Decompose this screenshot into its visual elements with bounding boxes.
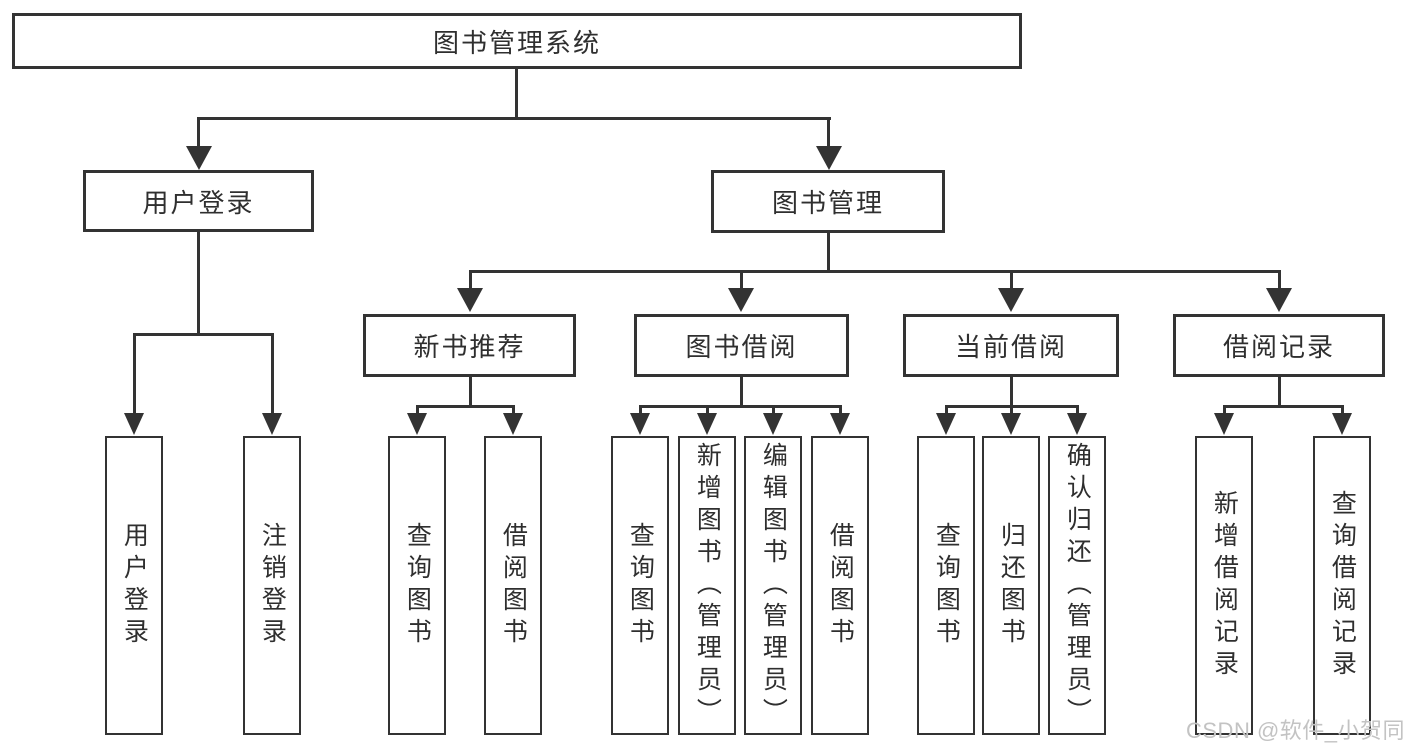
leaf-label: 查询图书 [403,521,432,650]
arrow-down-icon [1266,288,1292,312]
edge-line [515,69,518,120]
arrow-down-icon [124,413,144,435]
edge-line [197,232,200,336]
arrow-down-icon [763,413,783,435]
edge-line [1010,405,1013,415]
edge-line [639,405,842,408]
arrow-down-icon [503,413,523,435]
arrow-down-icon [1067,413,1087,435]
leaf-label: 查询借阅记录 [1328,489,1357,682]
edge-line [469,270,472,292]
edge-line [1278,270,1281,292]
node-library-system: 图书管理系统 [12,13,1022,69]
leaf-current-return-books: 归还图书 [982,436,1040,735]
leaf-recommend-query-books: 查询图书 [388,436,446,735]
node-new-book-recommend: 新书推荐 [363,314,576,377]
arrow-down-icon [998,288,1024,312]
leaf-logout: 注销登录 [243,436,301,735]
leaf-label: 新增图书（管理员） [693,441,722,730]
arrow-down-icon [407,413,427,435]
edge-line [133,333,136,414]
node-label: 当前借阅 [954,332,1067,362]
leaf-label: 查询图书 [932,521,961,650]
node-label: 图书管理 [771,188,884,218]
leaf-label: 编辑图书（管理员） [759,441,788,730]
arrow-down-icon [186,146,212,170]
arrow-down-icon [1001,413,1021,435]
edge-line [706,405,709,415]
leaf-recommend-borrow-books: 借阅图书 [484,436,542,735]
node-current-borrow: 当前借阅 [903,314,1119,377]
edge-line [1010,377,1013,408]
arrow-down-icon [728,288,754,312]
leaf-borrow-add-books-admin: 新增图书（管理员） [678,436,736,735]
edge-line [197,117,831,120]
leaf-label: 查询图书 [626,521,655,650]
arrow-down-icon [697,413,717,435]
edge-line [639,405,642,415]
node-label: 图书借阅 [685,332,798,362]
node-label: 用户登录 [142,187,255,218]
edge-line [1341,405,1344,415]
edge-line [839,405,842,415]
arrow-down-icon [630,413,650,435]
leaf-label: 确认归还（管理员） [1063,441,1092,730]
leaf-records-add-record: 新增借阅记录 [1195,436,1253,735]
leaf-records-query-record: 查询借阅记录 [1313,436,1371,735]
leaf-label: 用户登录 [120,521,149,650]
node-label: 图书管理系统 [432,27,601,58]
edge-line [827,233,830,273]
leaf-label: 借阅图书 [499,521,528,650]
leaf-current-query-books: 查询图书 [917,436,975,735]
edge-line [1278,377,1281,408]
node-book-management: 图书管理 [711,170,945,233]
edge-line [1010,270,1013,292]
leaf-current-confirm-return-admin: 确认归还（管理员） [1048,436,1106,735]
edge-line [740,377,743,408]
node-label: 借阅记录 [1222,332,1335,362]
edge-line [197,117,200,150]
leaf-borrow-edit-books-admin: 编辑图书（管理员） [744,436,802,735]
edge-line [1223,405,1343,408]
arrow-down-icon [262,413,282,435]
edge-line [416,405,419,415]
arrow-down-icon [457,288,483,312]
edge-line [271,333,274,414]
edge-line [416,405,515,408]
arrow-down-icon [816,146,842,170]
node-book-borrow: 图书借阅 [634,314,849,377]
node-label: 新书推荐 [413,332,526,362]
edge-line [827,117,830,150]
leaf-user-login: 用户登录 [105,436,163,735]
arrow-down-icon [1214,413,1234,435]
leaf-label: 借阅图书 [826,521,855,650]
edge-line [772,405,775,415]
edge-line [133,333,274,336]
leaf-label: 注销登录 [258,521,287,650]
edge-line [740,270,743,292]
watermark: CSDN @软件_小贺同学 [1186,718,1405,743]
node-borrow-records: 借阅记录 [1173,314,1385,377]
node-user-login: 用户登录 [83,170,314,232]
edge-line [1223,405,1226,415]
arrow-down-icon [1332,413,1352,435]
arrow-down-icon [830,413,850,435]
edge-line [469,270,1281,273]
edge-line [512,405,515,415]
leaf-label: 新增借阅记录 [1210,489,1239,682]
leaf-label: 归还图书 [997,521,1026,650]
leaf-borrow-borrow-books: 借阅图书 [811,436,869,735]
arrow-down-icon [936,413,956,435]
edge-line [1076,405,1079,415]
edge-line [945,405,948,415]
leaf-borrow-query-books: 查询图书 [611,436,669,735]
edge-line [469,377,472,408]
